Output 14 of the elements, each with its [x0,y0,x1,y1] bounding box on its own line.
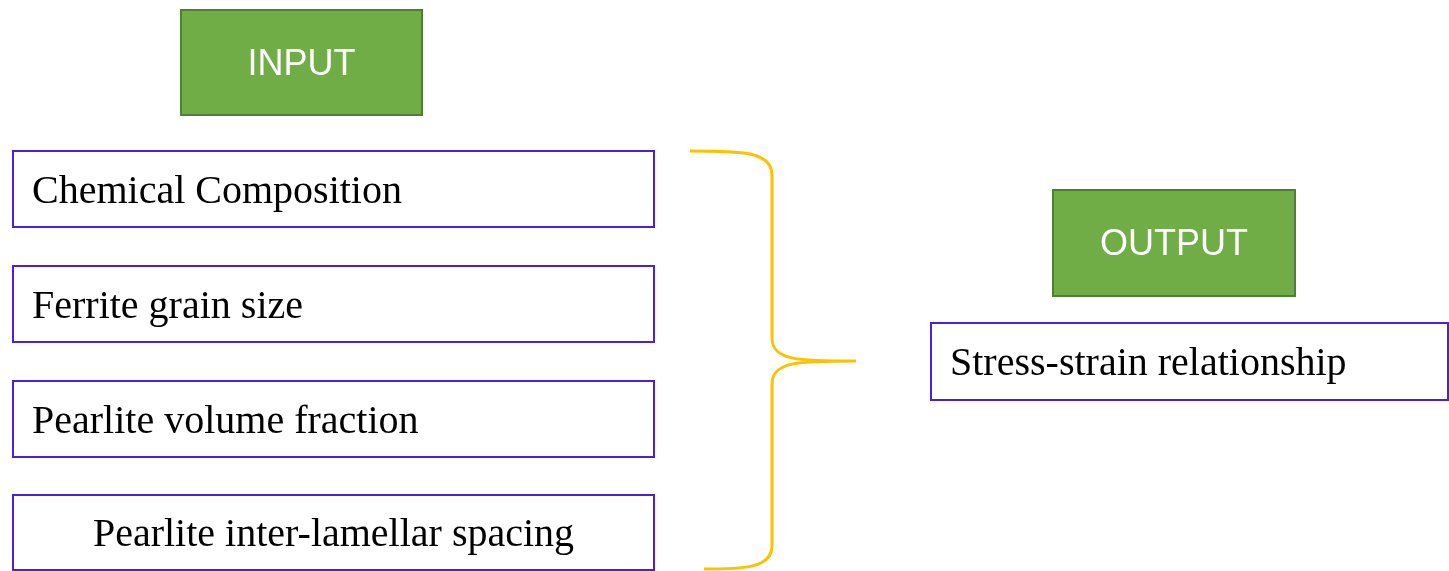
box-label: Stress-strain relationship [950,338,1347,385]
output-box [930,322,1449,401]
box-label: Pearlite volume fraction [32,395,419,443]
box-label: Ferrite grain size [32,280,303,328]
heading-box [180,9,423,116]
box-label: Pearlite inter-lamellar spacing [92,509,575,556]
input-box [12,265,655,343]
box-label: INPUT [247,41,356,84]
input-box [12,380,655,458]
box-label: Chemical Composition [32,165,402,213]
input-box [12,494,655,571]
box-label: OUTPUT [1100,222,1248,264]
heading-box [1052,189,1296,297]
input-box [12,150,655,228]
